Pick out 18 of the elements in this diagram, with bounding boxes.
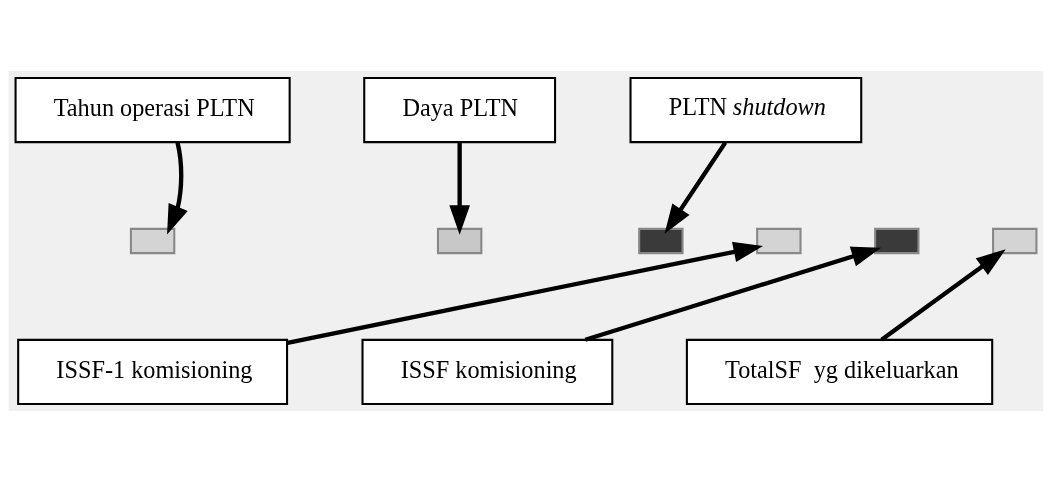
arrow [880,248,1006,341]
arrow [167,141,188,234]
node-box: TotalSF yg dikeluarkan [685,338,994,405]
node-box [638,227,684,254]
arrow [449,142,470,235]
node-box [992,227,1038,254]
arrow [664,140,728,234]
node-box: Daya PLTN [363,76,557,143]
node-box: ISSF komisioning [361,338,614,405]
node-box [756,227,802,254]
node-box [874,227,920,254]
node-box: PLTN shutdown [629,76,863,143]
arrow [584,246,882,342]
arrow [287,241,763,345]
node-box [129,227,176,254]
node-box: Tahun operasi PLTN [14,76,291,143]
node-box: ISSF-1 komisioning [17,338,289,405]
node-box [436,227,483,254]
